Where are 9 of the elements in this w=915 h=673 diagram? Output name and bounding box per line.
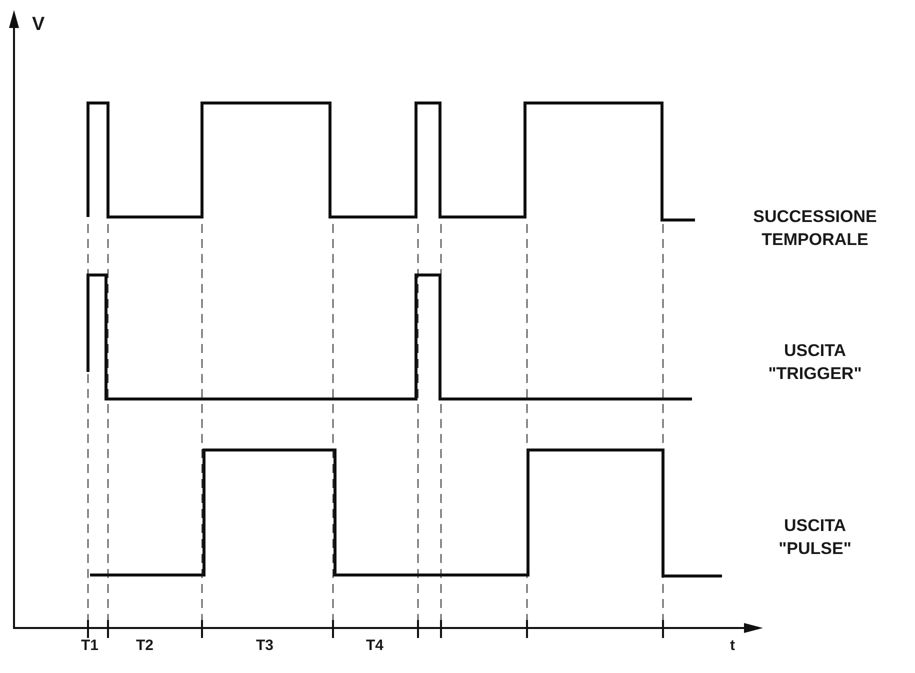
interval-label: T3 bbox=[256, 636, 274, 656]
signal-label: USCITA "PULSE" bbox=[778, 515, 852, 560]
axis-label: V bbox=[32, 13, 45, 37]
signal-label: USCITA "TRIGGER" bbox=[767, 340, 863, 385]
interval-label: T2 bbox=[136, 636, 154, 656]
interval-label: T4 bbox=[366, 636, 384, 656]
signal-label: SUCCESSIONE TEMPORALE bbox=[752, 206, 878, 251]
interval-label: T1 bbox=[81, 636, 99, 656]
axis-label: t bbox=[730, 636, 735, 656]
